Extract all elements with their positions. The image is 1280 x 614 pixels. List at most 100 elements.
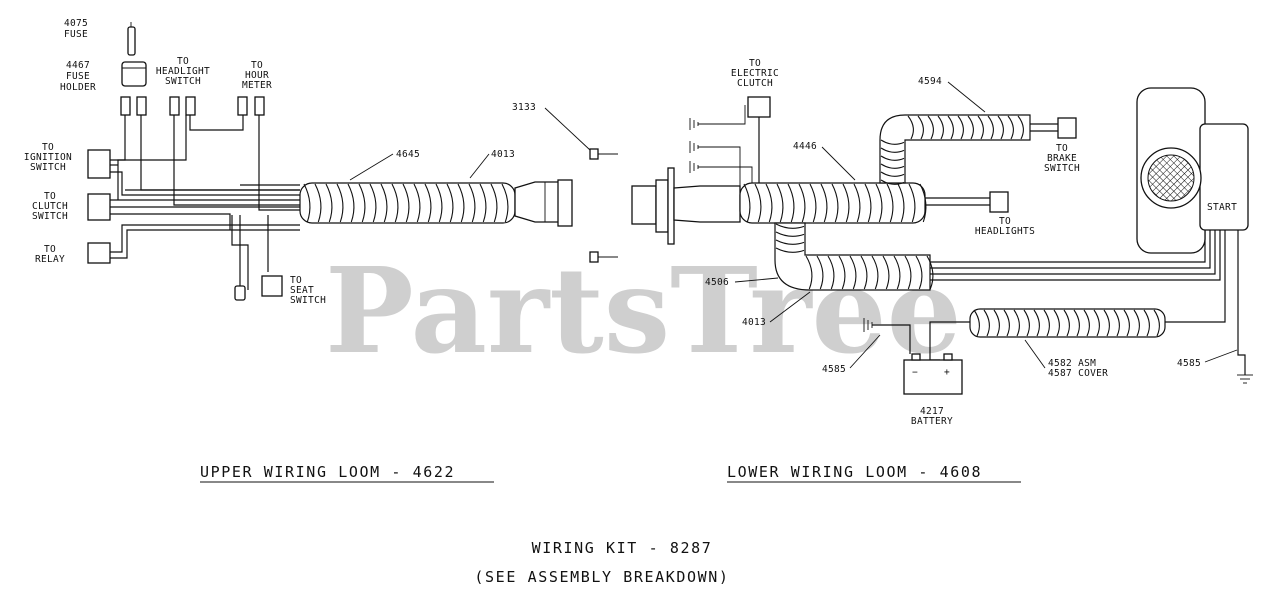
connector-headlight-b: [185, 96, 196, 116]
coil-winding: [1083, 309, 1090, 337]
wiring-kit-title: WIRING KIT - 8287: [532, 539, 713, 557]
coil-winding: [1007, 115, 1014, 140]
coil-winding: [809, 183, 817, 223]
coil-winding: [325, 183, 333, 223]
coil-winding: [947, 115, 954, 140]
coil-winding: [983, 309, 990, 337]
bulkhead-connector: [631, 167, 741, 245]
coil-winding: [937, 115, 944, 140]
coil-winding: [897, 183, 905, 223]
svg-text:4645: 4645: [396, 149, 420, 160]
upper-end-connector: [514, 179, 573, 227]
coil-winding: [907, 115, 914, 140]
bullet-connector: [234, 285, 246, 301]
coil-winding: [917, 115, 924, 140]
coil-winding: [380, 183, 388, 223]
coil-winding: [435, 183, 443, 223]
upper-wires: [110, 115, 300, 290]
coil-winding: [1033, 309, 1040, 337]
coil-winding: [875, 183, 883, 223]
screw-part: [589, 148, 618, 263]
coil-winding: [468, 183, 476, 223]
coil-winding: [886, 183, 894, 223]
svg-text:4585: 4585: [822, 364, 846, 375]
coil-winding: [880, 155, 905, 161]
coil-winding: [314, 183, 322, 223]
coil-winding: [457, 183, 465, 223]
coil-winding: [1093, 309, 1100, 337]
coil-winding: [926, 255, 934, 290]
coil-winding: [1023, 309, 1030, 337]
coil-winding: [908, 183, 916, 223]
coil-winding: [1043, 309, 1050, 337]
coil-winding: [358, 183, 366, 223]
coil-winding: [860, 255, 868, 290]
brake-switch-connector: [1057, 117, 1077, 139]
svg-text:4013: 4013: [742, 317, 766, 328]
coil-winding: [842, 183, 850, 223]
coil-winding: [820, 183, 828, 223]
coil-winding: [1143, 309, 1150, 337]
coil-winding: [880, 171, 905, 177]
svg-text:4585: 4585: [1177, 358, 1201, 369]
coil-winding: [743, 183, 751, 223]
svg-text:4013: 4013: [491, 149, 515, 160]
lower-coil-4446: [739, 182, 927, 224]
coil-winding: [479, 183, 487, 223]
svg-text:START: START: [1207, 202, 1237, 213]
connector-headlight-a: [169, 96, 180, 116]
coil-winding: [993, 309, 1000, 337]
coil-winding: [1017, 115, 1024, 140]
coil-winding: [754, 183, 762, 223]
coil-winding: [369, 183, 377, 223]
ground-right: [1237, 374, 1253, 384]
wiring-kit-note: (SEE ASSEMBLY BREAKDOWN): [474, 568, 729, 586]
coil-winding: [927, 115, 934, 140]
coil-winding: [987, 115, 994, 140]
coil-winding: [303, 183, 311, 223]
coil-winding: [957, 115, 964, 140]
coil-winding: [880, 163, 905, 169]
coil-winding: [880, 179, 905, 185]
svg-text:4594: 4594: [918, 76, 942, 87]
connector-fuse-a: [120, 96, 131, 116]
ground-battery: [863, 318, 911, 354]
svg-text:+: +: [944, 367, 950, 378]
seat-switch-connector: [261, 275, 283, 297]
svg-text:4446: 4446: [793, 141, 817, 152]
relay-connector: [87, 242, 111, 264]
connector-hour-a: [237, 96, 248, 116]
coil-winding: [424, 183, 432, 223]
coil-winding: [336, 183, 344, 223]
upper-loom: [87, 22, 573, 301]
coil-winding: [997, 115, 1004, 140]
coil-winding: [831, 183, 839, 223]
clutch-connector: [87, 193, 111, 221]
battery-part: − +: [903, 353, 963, 395]
fuse-part: [127, 22, 136, 56]
coil-winding: [775, 239, 805, 245]
headlights-connector: [989, 191, 1009, 213]
coil-winding: [391, 183, 399, 223]
coil-winding: [1073, 309, 1080, 337]
coil-winding: [827, 255, 835, 290]
coil-winding: [347, 183, 355, 223]
coil-winding: [816, 255, 824, 290]
connector-fuse-b: [136, 96, 147, 116]
coil-winding: [776, 183, 784, 223]
coil-winding: [490, 183, 498, 223]
coil-winding: [501, 183, 509, 223]
coil-winding: [1103, 309, 1110, 337]
coil-winding: [893, 255, 901, 290]
